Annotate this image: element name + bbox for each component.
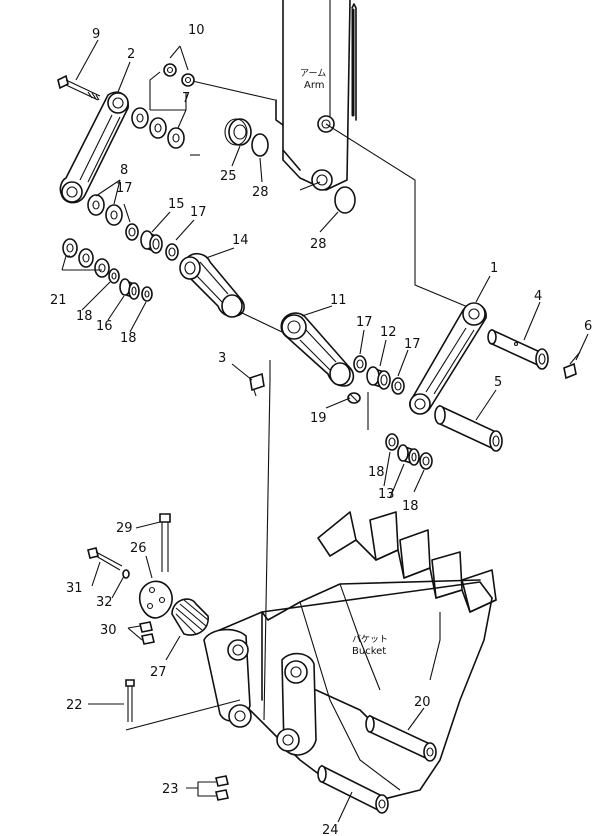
part-16-bushing (119, 278, 140, 300)
part-18-seal-c (385, 433, 399, 451)
part-28-oring-upper (251, 133, 269, 157)
part-17-seal-b (165, 243, 179, 261)
part-17-seal-d (391, 377, 405, 395)
callout-32: 32 (96, 595, 113, 610)
callout-21: 21 (50, 293, 67, 308)
part-2-link (59, 91, 129, 204)
callout-30: 30 (100, 623, 117, 638)
callout-numbers: 1 2 3 4 5 6 7 8 9 10 11 12 13 14 15 16 1… (50, 23, 592, 836)
callout-17c: 17 (356, 315, 373, 330)
part-9-bolt (57, 74, 101, 101)
callout-12: 12 (380, 325, 397, 340)
part-29-bolt (159, 513, 171, 572)
callout-28b: 28 (310, 237, 327, 252)
callout-6: 6 (584, 319, 592, 334)
callout-2: 2 (127, 47, 135, 62)
part-11-link (280, 312, 355, 387)
part-17-seal-a (125, 223, 139, 241)
callout-17: 17 (116, 181, 133, 196)
part-18-seal-a (108, 268, 120, 284)
callout-20: 20 (414, 695, 431, 710)
callout-13: 13 (378, 487, 395, 502)
callout-31: 31 (66, 581, 83, 596)
callout-18: 18 (76, 309, 93, 324)
callout-18d: 18 (402, 499, 419, 514)
callout-4: 4 (534, 289, 542, 304)
part-18-seal-b (141, 286, 153, 302)
part-22-bolt (125, 679, 241, 731)
part-25-bushing (224, 118, 252, 146)
callout-27: 27 (150, 665, 167, 680)
callout-11: 11 (330, 293, 347, 308)
bucket-label-en: Bucket (352, 646, 386, 657)
part-27-shims (171, 598, 209, 636)
part-12-bushing (366, 366, 391, 390)
callout-14: 14 (232, 233, 249, 248)
part-20-pin (365, 714, 437, 762)
arm-label-jp: アーム (300, 68, 326, 79)
part-10-nuts (149, 63, 195, 110)
part-24-pin (317, 764, 389, 814)
callout-15: 15 (168, 197, 185, 212)
callout-16: 16 (96, 319, 113, 334)
callout-19: 19 (310, 411, 327, 426)
part-4-pin (487, 328, 549, 370)
part-8-shims (87, 194, 123, 226)
callout-23: 23 (162, 782, 179, 797)
part-26-plate (138, 580, 173, 619)
callout-8: 8 (120, 163, 128, 178)
callout-25: 25 (220, 169, 237, 184)
callout-10: 10 (188, 23, 205, 38)
callout-leaders (61, 39, 589, 823)
callout-5: 5 (494, 375, 502, 390)
part-21-shims (62, 238, 110, 278)
callout-9: 9 (92, 27, 100, 42)
part-6-bolt (563, 351, 581, 380)
part-28-oring-lower (334, 186, 356, 214)
part-5-pin (434, 404, 503, 452)
part-3-fitting (249, 372, 265, 397)
callout-18c: 18 (368, 465, 385, 480)
callout-17d: 17 (404, 337, 421, 352)
bucket: バケット Bucket (203, 511, 497, 801)
part-32-washer (122, 569, 130, 579)
part-13-bushing (397, 444, 420, 466)
part-7-shims (131, 107, 185, 149)
callout-7: 7 (182, 91, 190, 106)
part-19-fitting (347, 392, 361, 404)
bucket-label-jp: バケット (352, 634, 388, 645)
part-31-bolt (87, 547, 123, 571)
part-15-bushing (140, 230, 163, 254)
callout-26: 26 (130, 541, 147, 556)
callout-17b: 17 (190, 205, 207, 220)
part-23-nuts (215, 775, 229, 801)
callout-22: 22 (66, 698, 83, 713)
callout-24: 24 (322, 823, 339, 836)
arm-label-en: Arm (304, 80, 325, 91)
part-30-nuts (139, 621, 155, 645)
arm: アーム Arm (275, 0, 357, 191)
part-14-link (179, 252, 245, 318)
callout-29: 29 (116, 521, 133, 536)
part-1-link (409, 302, 487, 415)
callout-3: 3 (218, 351, 226, 366)
part-17-seal-c (353, 355, 367, 373)
callout-18b: 18 (120, 331, 137, 346)
callout-1: 1 (490, 261, 498, 276)
part-18-seal-d (419, 452, 433, 470)
callout-28: 28 (252, 185, 269, 200)
